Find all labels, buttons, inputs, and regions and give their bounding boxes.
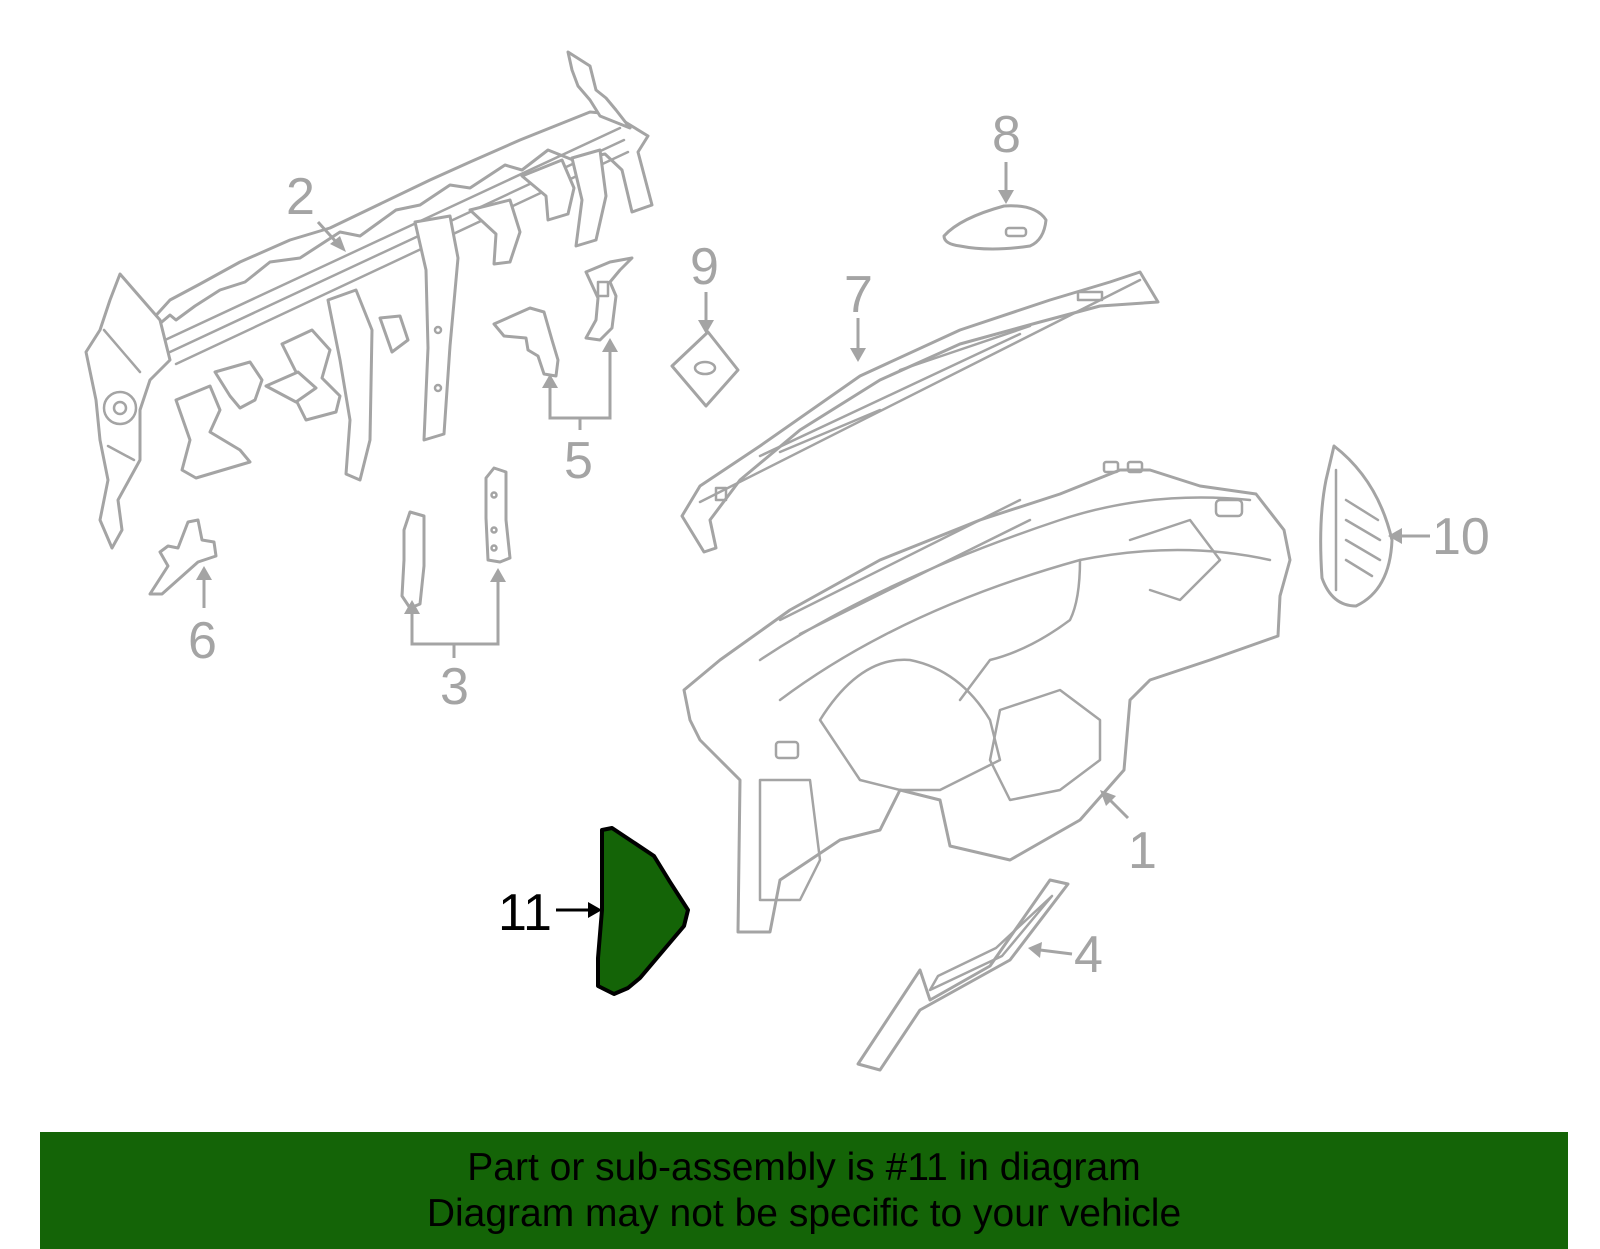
callout-5: 5	[564, 432, 593, 490]
notice-banner: Part or sub-assembly is #11 in diagram D…	[40, 1132, 1568, 1249]
part-2-cross-car-beam	[84, 50, 654, 550]
callout-leaders	[196, 162, 1430, 958]
banner-line-2: Diagram may not be specific to your vehi…	[426, 1191, 1182, 1235]
callout-10: 10	[1432, 508, 1490, 566]
part-4-trim-strip	[856, 878, 1070, 1072]
part-3-brackets	[400, 466, 512, 610]
callout-9: 9	[690, 238, 719, 296]
callout-2: 2	[286, 168, 315, 226]
callout-4: 4	[1074, 926, 1103, 984]
part-5-brackets	[492, 256, 634, 378]
callout-3: 3	[440, 658, 469, 716]
part-1-instrument-panel	[682, 460, 1292, 934]
part-8-cover	[942, 204, 1048, 251]
callout-6: 6	[188, 612, 217, 670]
part-10-side-cover	[1319, 444, 1394, 608]
callout-8: 8	[992, 106, 1021, 164]
part-6-bracket	[148, 518, 218, 596]
callout-11: 11	[498, 884, 552, 942]
banner-line-1: Part or sub-assembly is #11 in diagram	[467, 1145, 1141, 1189]
callout-labels: 2 8 9 7 5 6 3 10 1 4 11	[188, 106, 1490, 984]
part-7-defroster-duct	[680, 270, 1160, 554]
part-9-pad	[670, 330, 740, 408]
part-11-highlighted-panel	[596, 826, 690, 996]
callout-7: 7	[844, 266, 873, 324]
callout-1: 1	[1128, 822, 1157, 880]
